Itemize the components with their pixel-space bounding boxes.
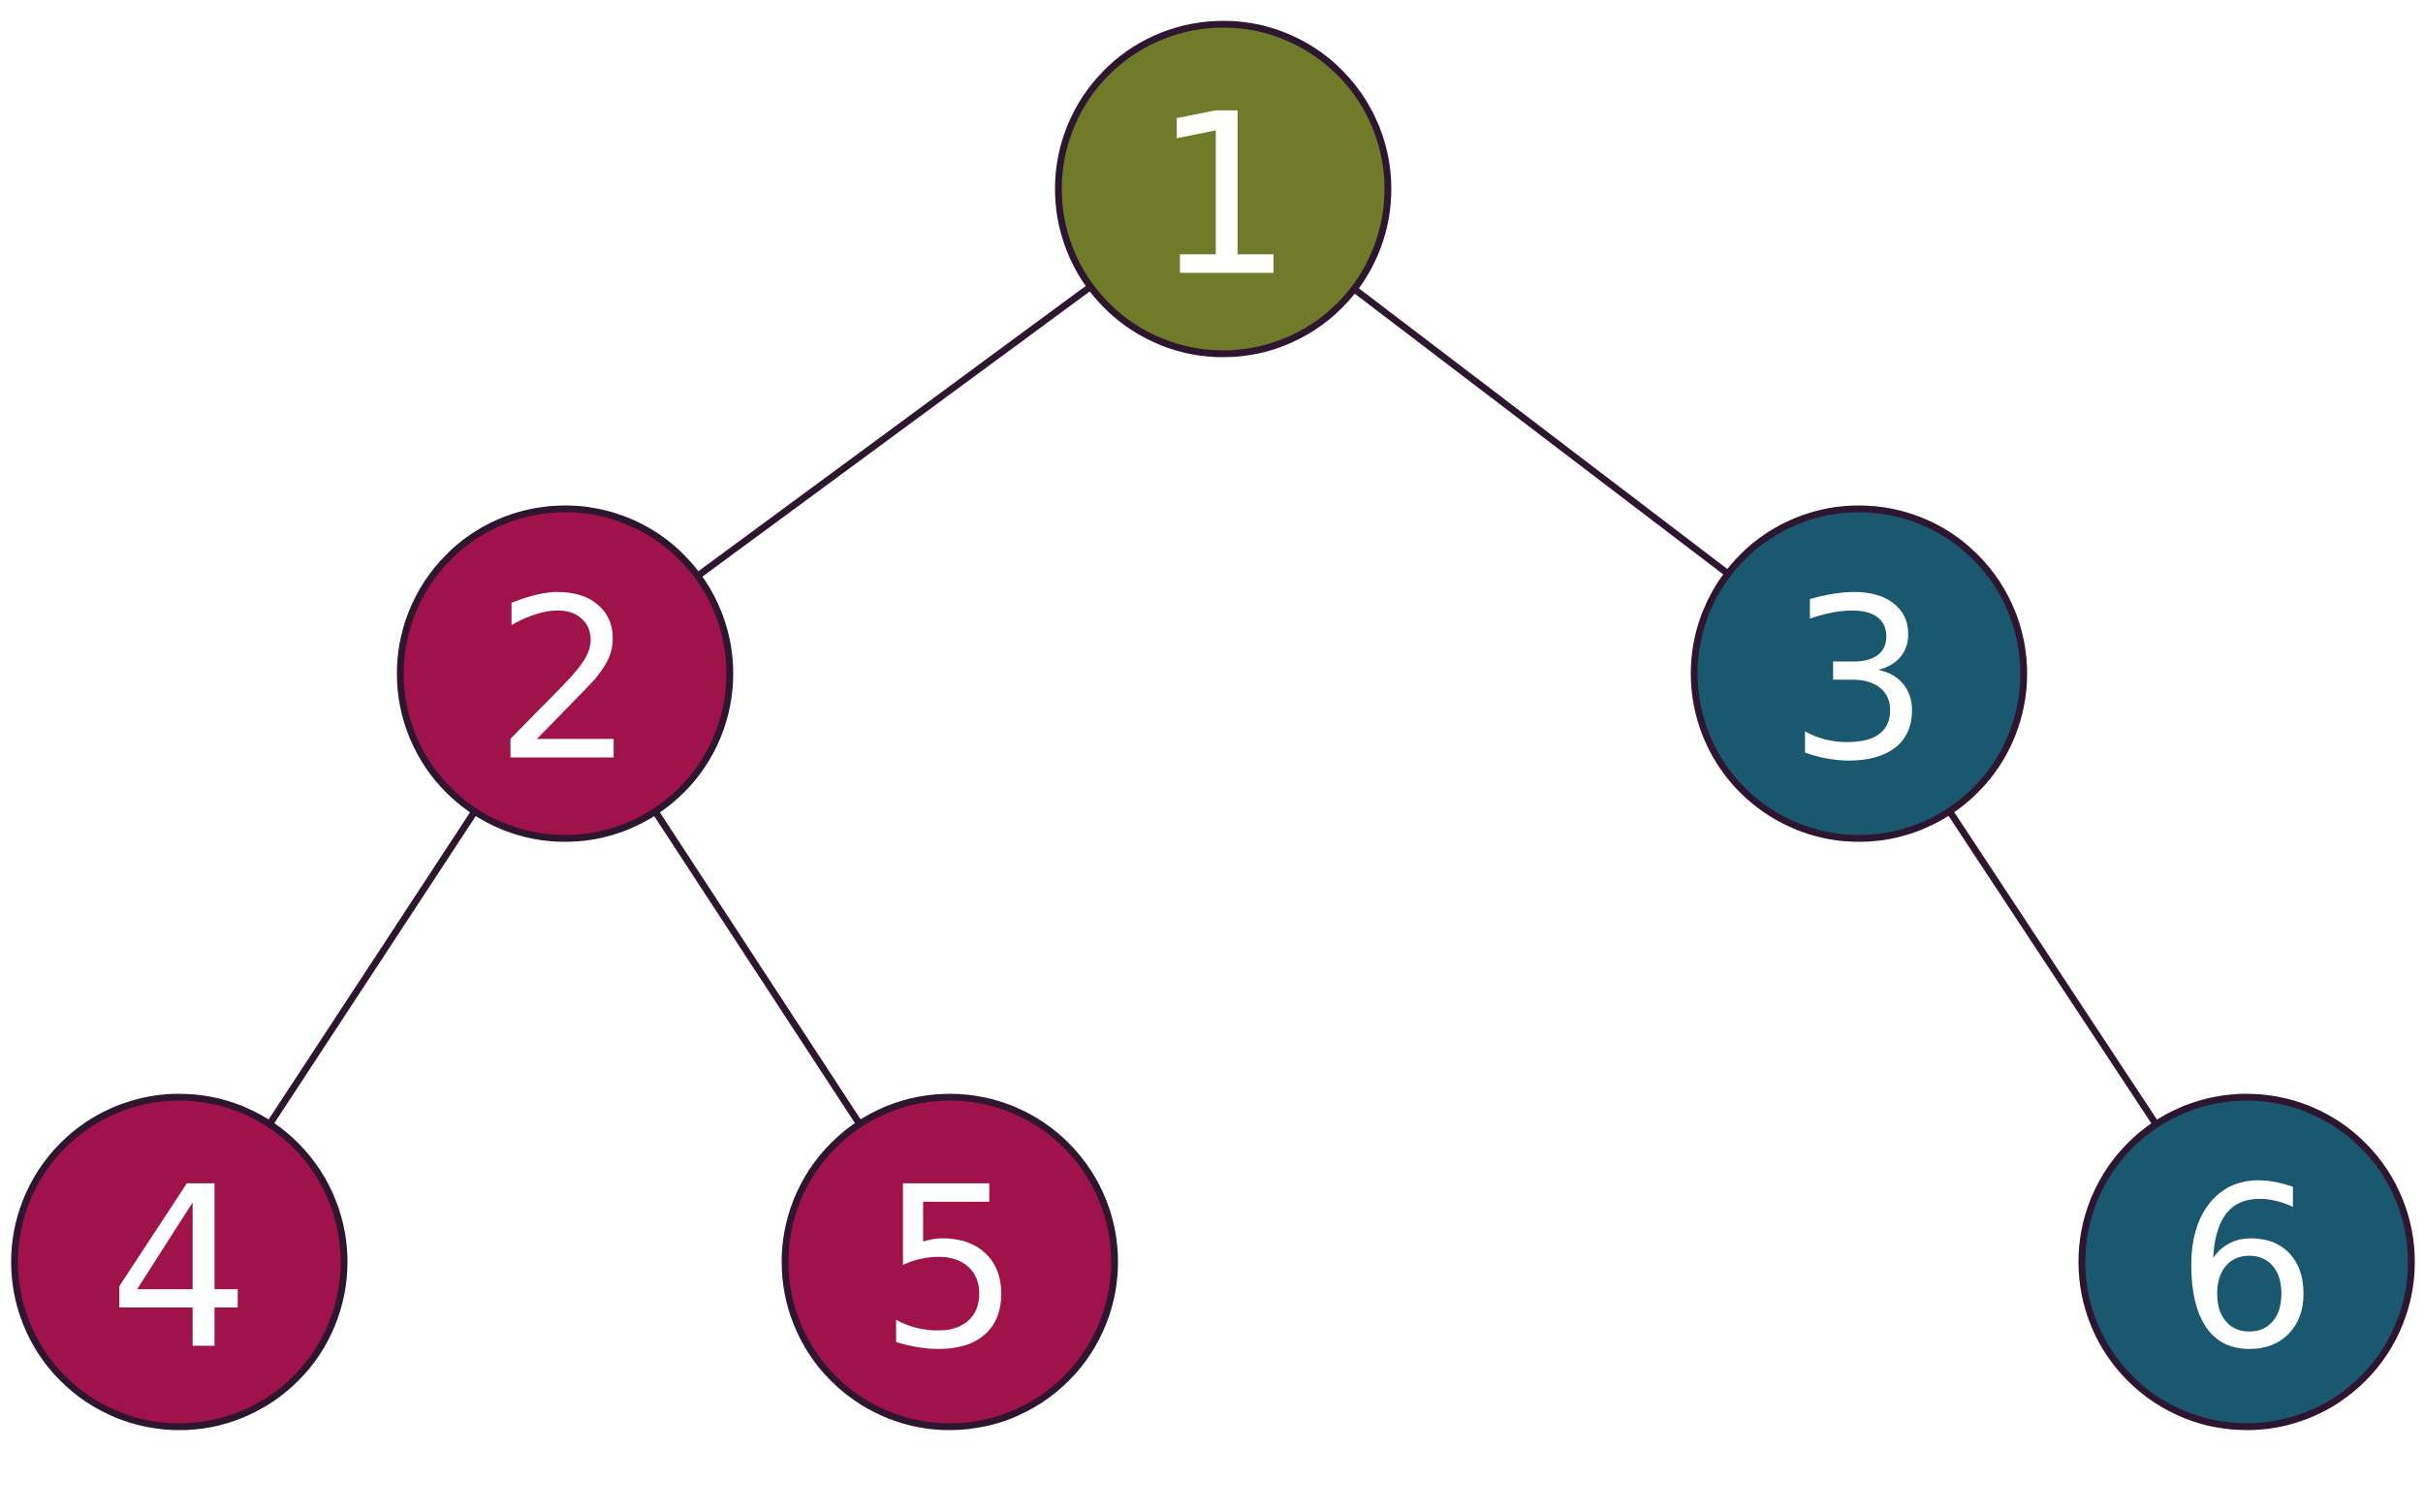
nodes-layer: 1 2 3 4 5 6 — [11, 20, 2415, 1431]
node-3-circle — [1690, 505, 2028, 842]
node-4: 4 — [11, 1093, 348, 1431]
node-1-label: 1 — [1152, 68, 1294, 327]
node-6-circle — [2078, 1093, 2415, 1431]
node-5: 5 — [781, 1093, 1118, 1431]
edges-layer — [267, 283, 2159, 1126]
edge-2-4 — [267, 809, 478, 1126]
node-2-circle — [396, 505, 734, 842]
node-6: 6 — [2078, 1093, 2415, 1431]
edge-1-3 — [1352, 286, 1730, 577]
node-1-circle — [1055, 20, 1392, 358]
node-3: 3 — [1690, 505, 2028, 842]
edge-1-2 — [695, 283, 1093, 580]
node-3-label: 3 — [1788, 552, 1930, 811]
node-5-label: 5 — [879, 1141, 1021, 1400]
node-1: 1 — [1055, 20, 1392, 358]
node-2: 2 — [396, 505, 734, 842]
node-2-label: 2 — [494, 552, 636, 811]
node-5-circle — [781, 1093, 1118, 1431]
node-4-circle — [11, 1093, 348, 1431]
edge-2-5 — [652, 809, 863, 1126]
edge-3-6 — [1946, 809, 2159, 1126]
node-6-label: 6 — [2176, 1141, 2317, 1400]
node-4-label: 4 — [109, 1141, 250, 1400]
